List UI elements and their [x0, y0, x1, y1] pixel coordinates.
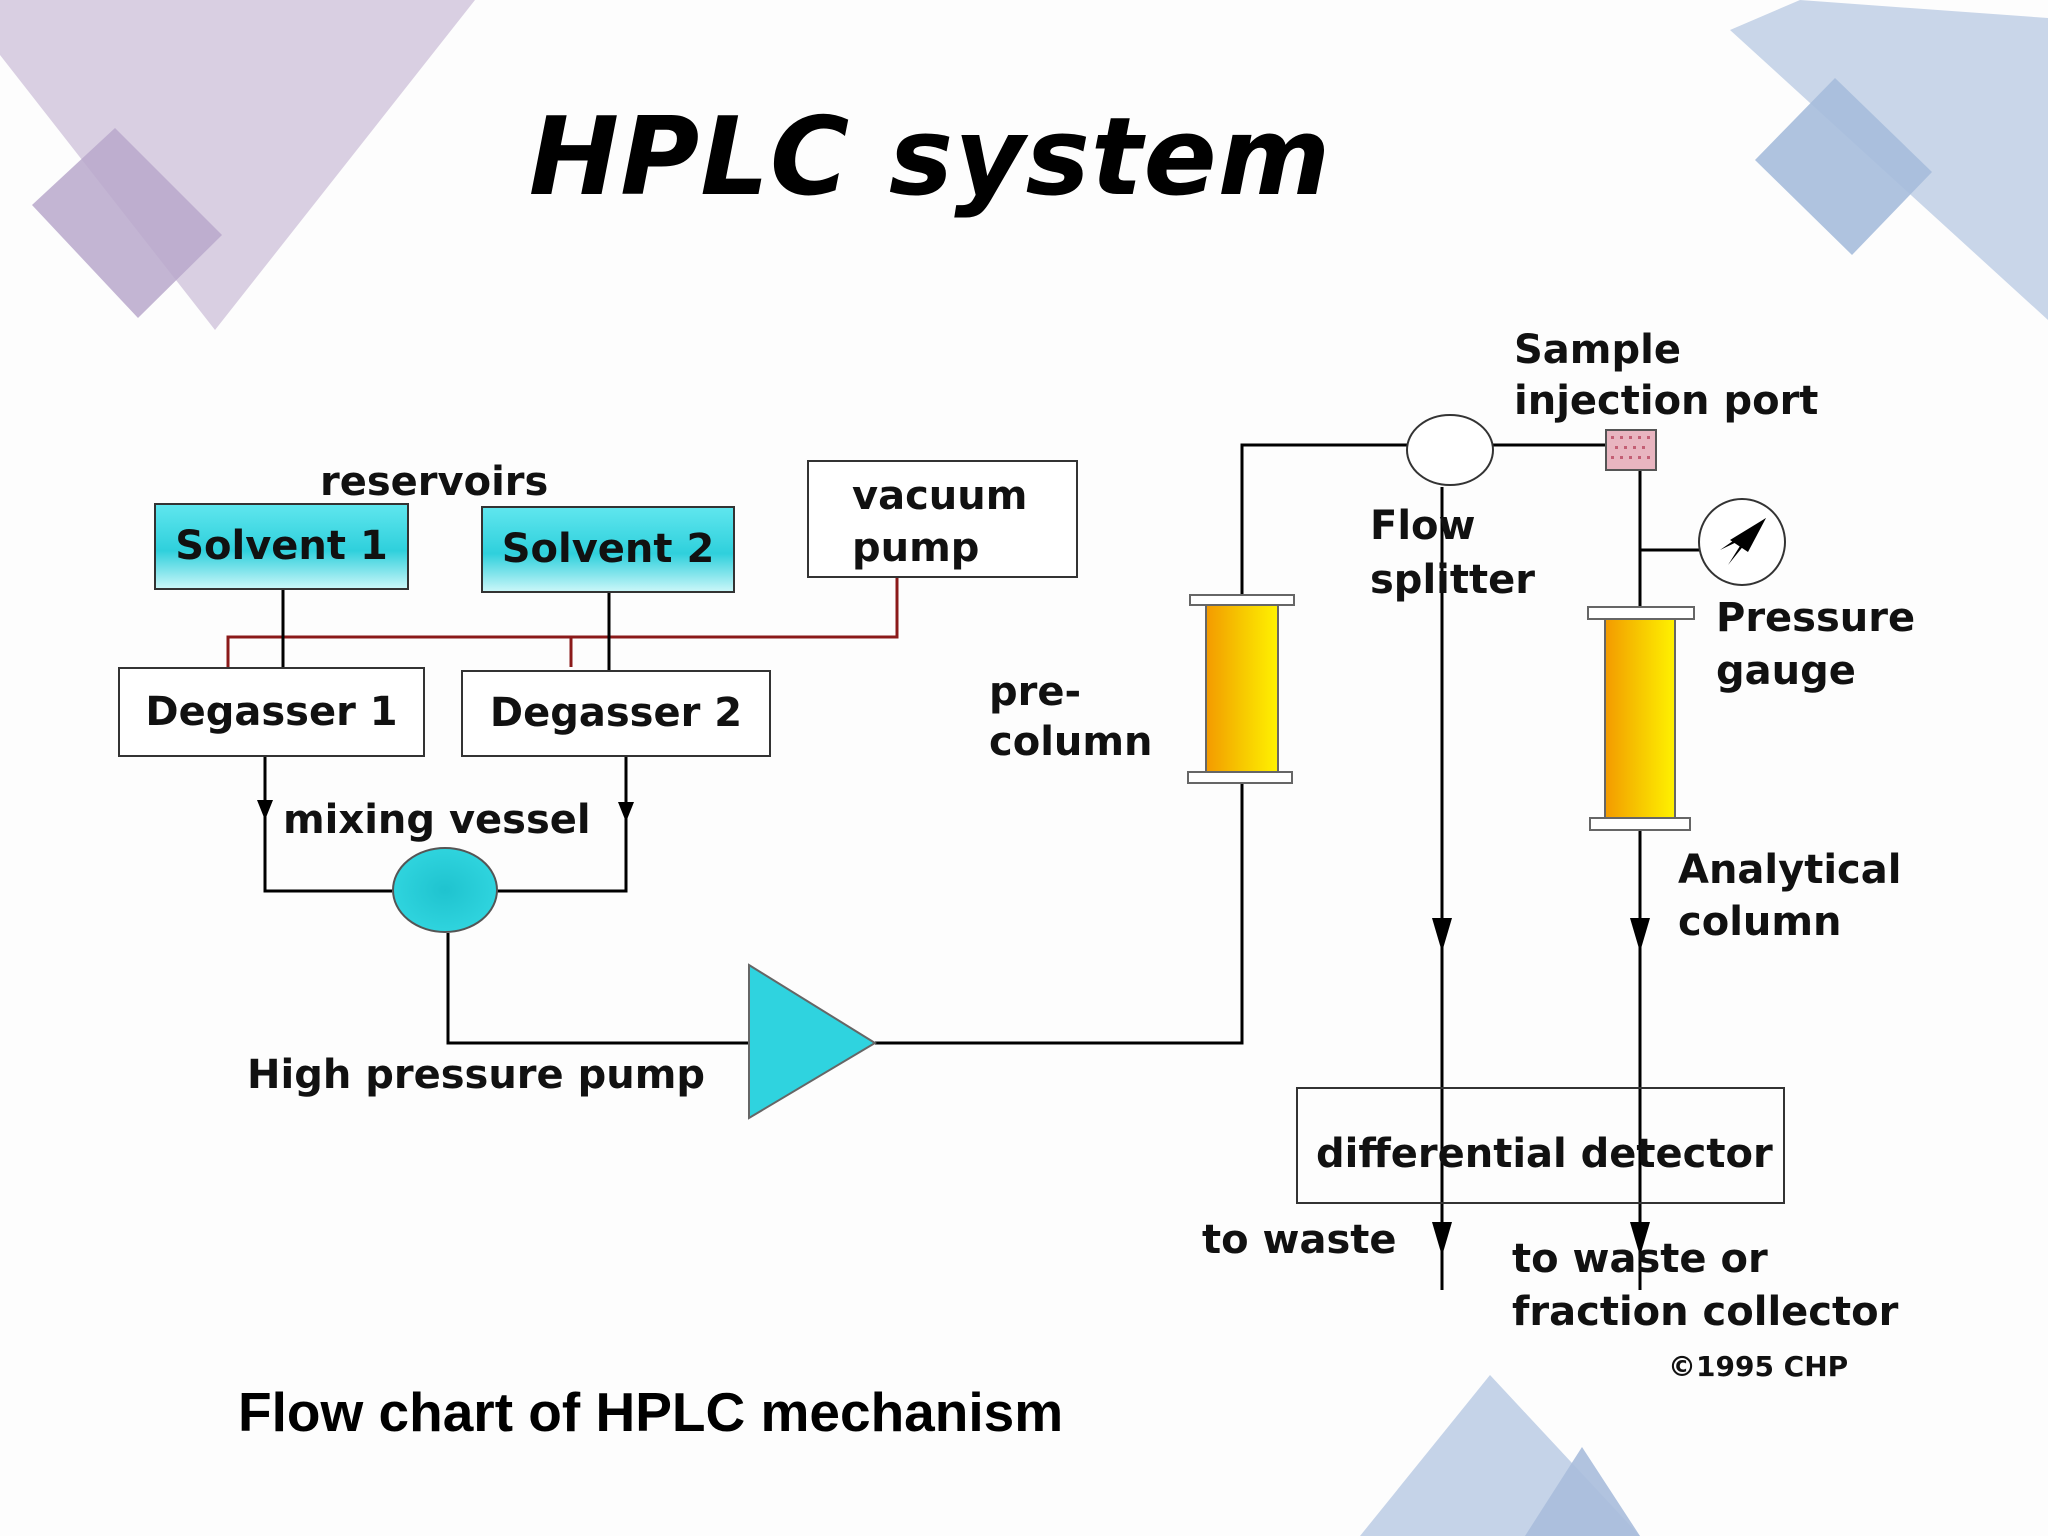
high-pressure-pump-shape — [748, 963, 877, 1120]
solvent-2-label: Solvent 2 — [501, 526, 715, 573]
degasser-2-label: Degasser 2 — [489, 690, 743, 737]
sample-port-label-line1: Sample — [1514, 327, 1681, 373]
pressure-gauge-shape — [1698, 498, 1786, 586]
pre-column-label-line1: pre- — [989, 669, 1082, 715]
solvent-1-box: Solvent 1 — [154, 503, 409, 590]
arrow-head-degasser-1 — [257, 800, 273, 820]
solvent-2-box: Solvent 2 — [481, 506, 735, 593]
arrow-head-to-collector — [1630, 1222, 1650, 1256]
arrow-head-splitter-down — [1432, 918, 1452, 952]
differential-detector-box — [1296, 1087, 1785, 1204]
mixing-vessel-shape — [392, 847, 498, 933]
deco-purple-diamond — [32, 128, 222, 318]
pre-column-shape — [1187, 594, 1295, 784]
vacuum-pump-box — [807, 460, 1078, 578]
flow-splitter-shape — [1406, 414, 1494, 486]
caption: Flow chart of HPLC mechanism — [238, 1381, 1064, 1443]
analytical-column-shape — [1587, 606, 1695, 831]
differential-detector-label: differential detector — [1316, 1131, 1773, 1177]
degasser-1-label: Degasser 1 — [145, 688, 398, 735]
deco-blue-diamond-top — [1755, 78, 1932, 255]
vacuum-pump-label-line2: pump — [852, 525, 980, 571]
mixing-vessel-label: mixing vessel — [283, 797, 591, 843]
deco-blue-triangle-bottom-2 — [1525, 1447, 1640, 1536]
sample-port-label-line2: injection port — [1514, 378, 1819, 424]
arrow-head-column-down — [1630, 918, 1650, 952]
solvent-degasser-lines — [281, 590, 611, 670]
solvent-1-label: Solvent 1 — [175, 523, 388, 570]
flow-splitter-label-line1: Flow — [1370, 503, 1476, 549]
copyright-label: ©1995 CHP — [1668, 1350, 1849, 1383]
to-waste-or-label-line2: fraction collector — [1512, 1289, 1899, 1335]
pre-column-label-line2: column — [989, 719, 1153, 765]
reservoirs-label: reservoirs — [320, 459, 549, 505]
analytical-column-label-line1: Analytical — [1678, 847, 1902, 893]
pressure-gauge-label-line2: gauge — [1716, 648, 1856, 694]
page-title: HPLC system — [528, 95, 1332, 220]
vacuum-lines — [226, 578, 899, 667]
analytical-column-label-line2: column — [1678, 899, 1842, 945]
degasser-2-box: Degasser 2 — [461, 670, 771, 757]
flow-splitter-label-line2: splitter — [1370, 557, 1535, 603]
vacuum-pump-label-line1: vacuum — [852, 473, 1028, 519]
degasser-1-box: Degasser 1 — [118, 667, 425, 757]
to-waste-or-label-line1: to waste or — [1512, 1236, 1768, 1282]
arrow-head-degasser-2 — [618, 802, 634, 822]
sample-port-dots — [1611, 436, 1650, 459]
pressure-gauge-label-line1: Pressure — [1716, 595, 1916, 641]
arrow-head-to-waste — [1432, 1222, 1452, 1256]
to-waste-label: to waste — [1202, 1217, 1397, 1263]
high-pressure-pump-label: High pressure pump — [247, 1052, 706, 1098]
deco-purple-triangle — [0, 0, 475, 330]
main-flow-lines — [1240, 443, 1700, 1290]
